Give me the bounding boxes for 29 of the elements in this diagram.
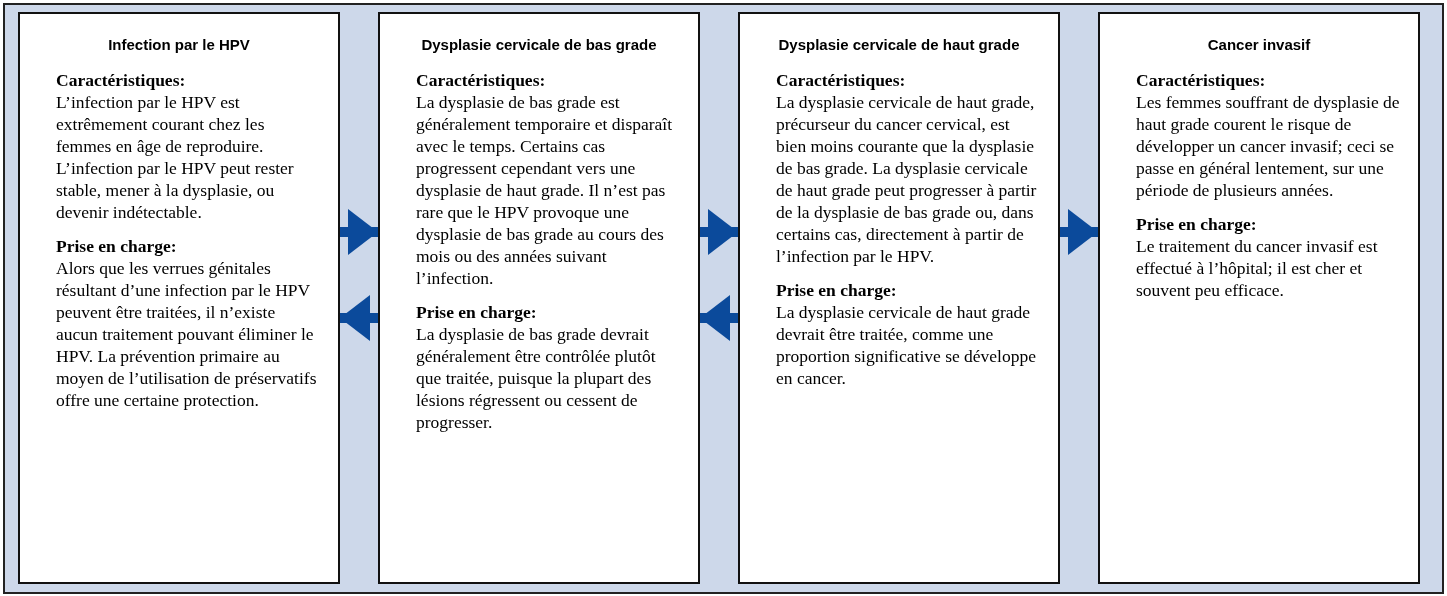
- section-heading: Caractéristiques:: [56, 68, 187, 91]
- arrow: [340, 209, 378, 255]
- arrow: [700, 209, 738, 255]
- arrow: [1060, 209, 1098, 255]
- body-text: Alors que les verrues génitales résultant d’une infection par le HPV peuvent être traitées, il n’existe aucun traitement pouvant éliminer le HPV. La prévention primaire au moyen de l’utilisation de préservatifs offre une certaine protection.: [56, 256, 318, 411]
- stage-title: Cancer invasif: [1206, 36, 1312, 55]
- section-heading: Prise en charge:: [1136, 212, 1258, 235]
- section-heading: Caractéristiques:: [1136, 68, 1267, 91]
- stage-title: Infection par le HPV: [107, 36, 251, 55]
- stage-box: [738, 12, 1060, 584]
- arrow: [700, 295, 738, 341]
- stage-title: Dysplasie cervicale de bas grade: [420, 36, 658, 55]
- stage-title: Dysplasie cervicale de haut grade: [777, 36, 1021, 55]
- body-text: La dysplasie de bas grade devrait généralement être contrôlée plutôt que traitée, puisque la plupart des lésions régressent ou cessent de progresser.: [416, 322, 657, 433]
- section-heading: Prise en charge:: [416, 300, 538, 323]
- section-heading: Caractéristiques:: [416, 68, 547, 91]
- section-heading: Prise en charge:: [56, 234, 178, 257]
- section-heading: Caractéristiques:: [776, 68, 907, 91]
- arrow: [340, 295, 378, 341]
- body-text: La dysplasie cervicale de haut grade, précurseur du cancer cervical, est bien moins courante que la dysplasie de bas grade. La dysplasie cervicale de haut grade peut progresser à partir de la dysplasie de bas grade ou, dans certains cas, directement à partir de l’infection par le HPV.: [776, 90, 1038, 267]
- body-text: Les femmes souffrant de dysplasie de haut grade courent le risque de développer un cancer invasif; ceci se passe en général lentement, sur une période de plusieurs années.: [1136, 90, 1400, 201]
- section-heading: Prise en charge:: [776, 278, 898, 301]
- stage-box: [378, 12, 700, 584]
- body-text: L’infection par le HPV est extrêmement courant chez les femmes en âge de reproduire. L’infection par le HPV peut rester stable, mener à la dysplasie, ou devenir indétectable.: [56, 90, 295, 223]
- body-text: La dysplasie de bas grade est généralement temporaire et disparaît avec le temps. Certains cas progressent cependant vers une dysplasie de haut grade. Il n’est pas rare que le HPV provoque une dysplasie de bas grade au cours des mois ou des années suivant l’infection.: [416, 90, 674, 289]
- stage-box: [18, 12, 340, 584]
- stage-box: [1098, 12, 1420, 584]
- body-text: La dysplasie cervicale de haut grade devrait être traitée, comme une proportion significative se développe en cancer.: [776, 300, 1037, 389]
- body-text: Le traitement du cancer invasif est effectué à l’hôpital; il est cher et souvent peu efficace.: [1136, 234, 1379, 301]
